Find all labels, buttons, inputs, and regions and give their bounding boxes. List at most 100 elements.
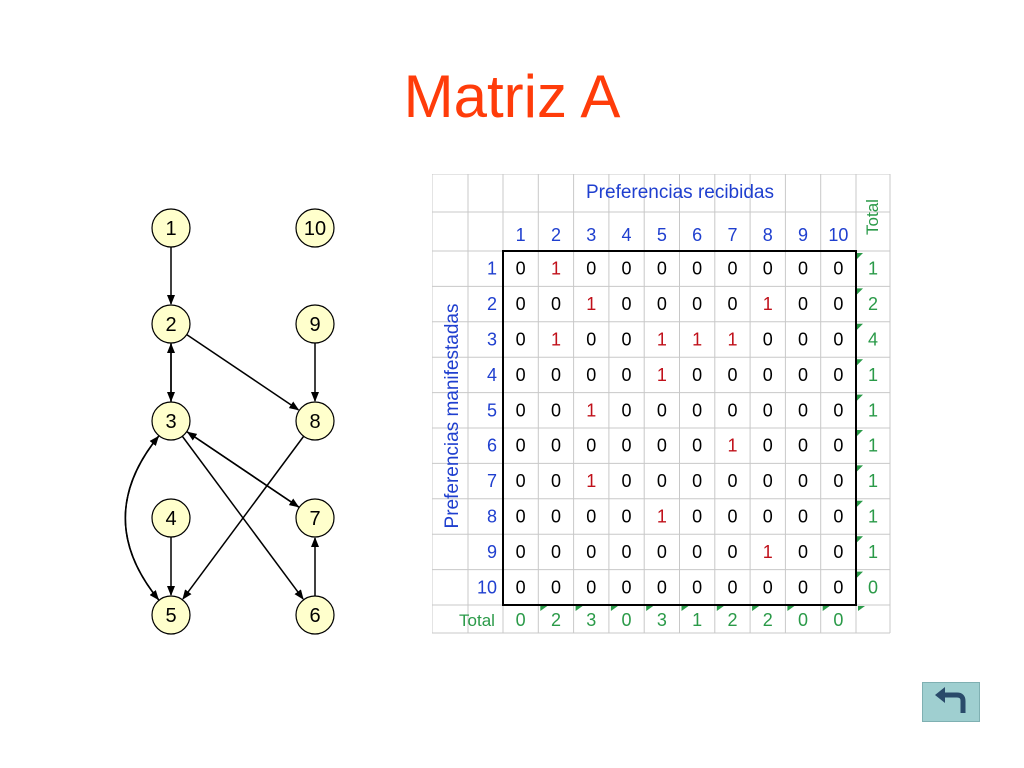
- matrix-cell: 0: [833, 294, 843, 314]
- total-marker: [857, 359, 863, 366]
- total-marker: [857, 571, 863, 578]
- column-label-2: 2: [551, 225, 561, 245]
- matrix-cell: 1: [586, 294, 596, 314]
- graph-node-10: 10: [295, 208, 335, 248]
- matrix-cell: 0: [657, 471, 667, 491]
- back-button[interactable]: [922, 682, 980, 722]
- matrix-cell: 0: [551, 507, 561, 527]
- matrix-cell: 0: [551, 400, 561, 420]
- row-label-9: 9: [487, 542, 497, 562]
- column-total: 2: [727, 610, 737, 630]
- row-label-4: 4: [487, 365, 497, 385]
- column-label-5: 5: [657, 225, 667, 245]
- total-marker: [857, 465, 863, 472]
- matrix-cell: 0: [692, 400, 702, 420]
- row-label-10: 10: [477, 577, 497, 597]
- matrix-cell: 0: [586, 436, 596, 456]
- graph-node-2: 2: [151, 304, 191, 344]
- matrix-cell: 0: [622, 294, 632, 314]
- column-label-7: 7: [727, 225, 737, 245]
- node-label: 4: [165, 508, 176, 530]
- column-total: 1: [692, 610, 702, 630]
- matrix-cell: 0: [657, 436, 667, 456]
- total-marker: [575, 606, 583, 611]
- row-total: 1: [868, 259, 878, 279]
- total-marker: [857, 430, 863, 436]
- row-total: 1: [868, 436, 878, 456]
- matrix-cell: 0: [833, 436, 843, 456]
- matrix-cell: 0: [551, 365, 561, 385]
- total-marker: [857, 253, 863, 259]
- edge-5-3: [124, 435, 160, 601]
- row-total: 4: [868, 330, 878, 350]
- matrix-cell: 0: [692, 471, 702, 491]
- total-marker: [858, 606, 865, 611]
- matrix-cell: 0: [763, 471, 773, 491]
- matrix-cell: 0: [833, 259, 843, 279]
- column-total: 0: [833, 610, 843, 630]
- node-label: 1: [165, 218, 176, 240]
- row-label-3: 3: [487, 330, 497, 350]
- matrix-cell: 1: [763, 542, 773, 562]
- column-label-4: 4: [622, 225, 632, 245]
- row-label-6: 6: [487, 436, 497, 456]
- matrix-cell: 0: [692, 542, 702, 562]
- matrix-border: [502, 250, 857, 606]
- node-circle: [295, 401, 335, 441]
- total-marker: [857, 536, 863, 543]
- row-label-2: 2: [487, 294, 497, 314]
- node-label: 8: [309, 411, 320, 433]
- matrix-cell: 0: [586, 577, 596, 597]
- column-total: 0: [516, 610, 526, 630]
- total-column-header: Total: [863, 199, 882, 235]
- matrix-cell: 1: [657, 507, 667, 527]
- row-total: 1: [868, 542, 878, 562]
- matrix-cell: 0: [692, 259, 702, 279]
- total-marker: [787, 606, 795, 611]
- row-label-5: 5: [487, 400, 497, 420]
- node-label: 6: [309, 605, 320, 627]
- row-total: 1: [868, 471, 878, 491]
- node-circle: [151, 401, 191, 441]
- graph-node-3: 3: [151, 401, 191, 441]
- row-total: 2: [868, 294, 878, 314]
- matrix-cell: 0: [692, 507, 702, 527]
- matrix-cell: 0: [551, 577, 561, 597]
- column-total: 0: [622, 610, 632, 630]
- matrix-cell: 0: [516, 471, 526, 491]
- matrix-cell: 1: [657, 330, 667, 350]
- matrix-cell: 0: [798, 259, 808, 279]
- matrix-cell: 0: [657, 542, 667, 562]
- node-circle: [295, 304, 335, 344]
- node-label: 5: [165, 605, 176, 627]
- matrix-cell: 0: [586, 507, 596, 527]
- matrix-cell: 0: [763, 365, 773, 385]
- matrix-cell: 0: [622, 507, 632, 527]
- matrix-cell: 1: [586, 400, 596, 420]
- matrix-cell: 0: [586, 365, 596, 385]
- matrix-cell: 0: [516, 294, 526, 314]
- column-label-10: 10: [828, 225, 848, 245]
- matrix-cell: 1: [727, 436, 737, 456]
- matrix-cell: 0: [622, 365, 632, 385]
- matrix-cell: 1: [551, 259, 561, 279]
- column-total: 2: [763, 610, 773, 630]
- matrix-cell: 1: [763, 294, 773, 314]
- matrix-cell: 0: [516, 259, 526, 279]
- matrix-cell: 0: [763, 400, 773, 420]
- matrix-cell: 1: [727, 330, 737, 350]
- total-marker: [716, 606, 724, 611]
- total-marker: [822, 606, 830, 611]
- total-marker: [610, 606, 618, 611]
- matrix-cell: 0: [516, 330, 526, 350]
- node-circle: [151, 498, 191, 538]
- matrix-cell: 1: [692, 330, 702, 350]
- slide-title: Matriz A: [403, 63, 621, 130]
- matrix-cell: 0: [622, 330, 632, 350]
- matrix-cell: 0: [692, 294, 702, 314]
- matrix-cell: 0: [622, 259, 632, 279]
- matrix-cell: 0: [798, 436, 808, 456]
- edge-3-6: [181, 435, 304, 600]
